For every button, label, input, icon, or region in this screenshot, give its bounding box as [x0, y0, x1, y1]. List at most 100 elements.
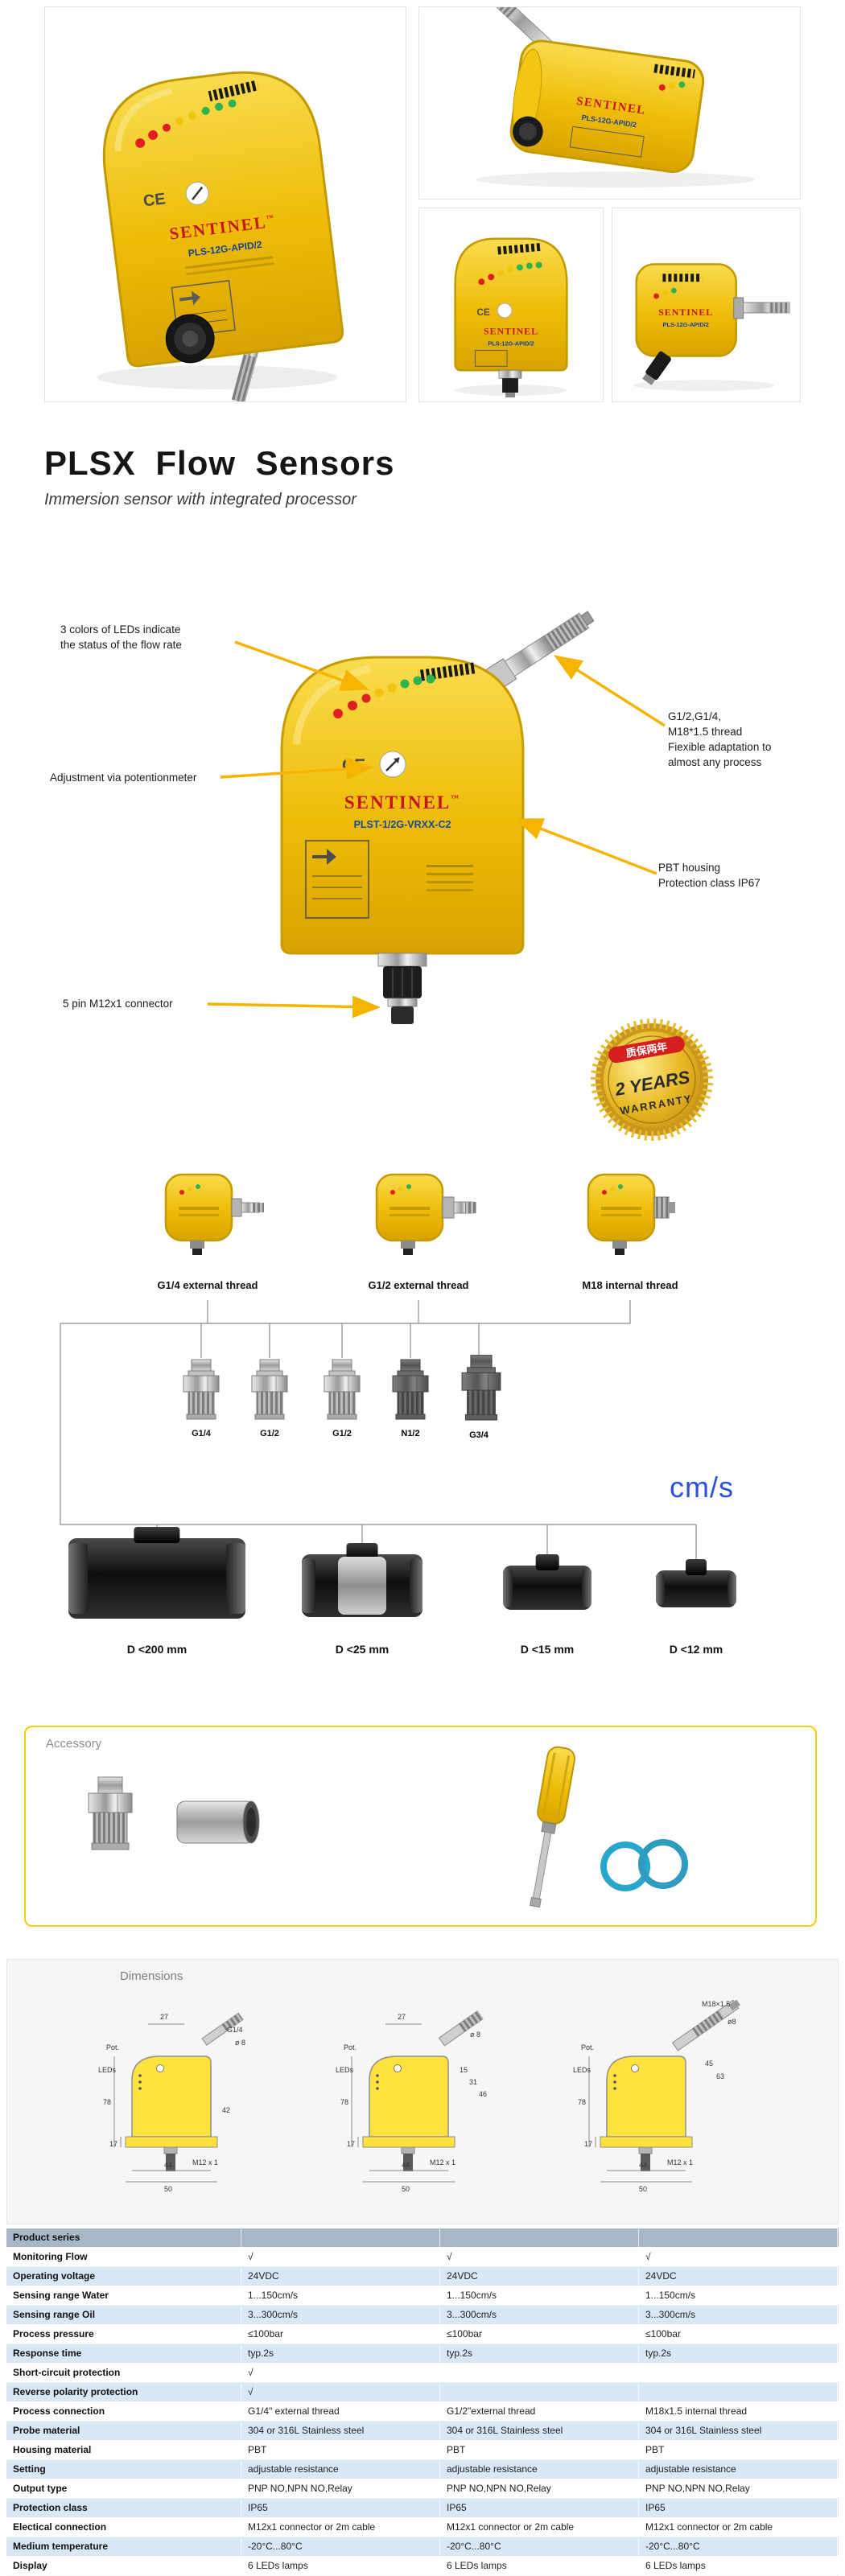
sensor-photo-lying-icon: SENTINEL PLS-12G-APID/2 — [475, 0, 756, 188]
spec-cell: √ — [440, 2248, 639, 2266]
spec-cell: 304 or 316L Stainless steel — [440, 2422, 639, 2440]
table-row: Medium temperature-20°C...80°C-20°C...80… — [6, 2537, 839, 2557]
spec-cell: typ.2s — [639, 2344, 838, 2363]
spec-row-label: Medium temperature — [6, 2537, 241, 2556]
fitting-icon — [461, 1355, 501, 1421]
sensor-photo-small-front-icon: CE SENTINEL PLS-12G-APID/2 — [454, 237, 568, 397]
spec-row-label: Sensing range Oil — [6, 2306, 241, 2324]
fitting-icon — [392, 1359, 429, 1420]
dim-label: Pot. — [344, 2043, 357, 2051]
spec-cell: 1...150cm/s — [639, 2286, 838, 2305]
spec-row-label: Reverse polarity protection — [6, 2383, 241, 2401]
spec-cell: typ.2s — [241, 2344, 440, 2363]
dimension-drawing-g14: 27 G1/4 ø 8 42 Pot. LEDs 78 17 44 50 M12… — [98, 2012, 245, 2193]
fitting-g14: G1/4 — [173, 1358, 229, 1438]
spec-row-label: Housing material — [6, 2441, 241, 2459]
dim-label: LEDs — [336, 2066, 354, 2074]
pipe-d200 — [68, 1527, 245, 1619]
spec-cell: ≤100bar — [241, 2325, 440, 2344]
spec-cell: 304 or 316L Stainless steel — [639, 2422, 838, 2440]
brand-text: SENTINEL — [484, 326, 538, 337]
spec-cell: -20°C...80°C — [241, 2537, 440, 2556]
dim-label: 45 — [705, 2060, 713, 2068]
product-gallery: CE SENTINEL ™ PLS-12G-APID/2 — [44, 0, 801, 409]
spec-cell: M18x1.5 internal thread — [639, 2402, 838, 2421]
product-photo-side: SENTINEL PLS-12G-APID/2 — [418, 0, 801, 200]
callout-leds: 3 colors of LEDs indicate the status of … — [60, 623, 233, 653]
fitting-g12-a: G1/2 — [241, 1358, 298, 1438]
dim-label: 42 — [222, 2106, 230, 2114]
callout-thread: G1/2,G1/4, M18*1.5 thread Fiexible adapt… — [668, 710, 817, 771]
variant-label-g14: G1/4 external thread — [157, 1279, 258, 1291]
dim-label: M12 x 1 — [667, 2158, 693, 2167]
model-text: PLS-12G-APID/2 — [488, 340, 534, 348]
callout-leds-line1: 3 colors of LEDs indicate — [60, 623, 181, 636]
pipe-label-d200: D <200 mm — [126, 1643, 188, 1656]
spec-row-label: Protection class — [6, 2499, 241, 2517]
dim-label: 44 — [639, 2161, 647, 2169]
dimension-drawing-g12: 27 ø 8 15 31 46 Pot. LEDs 78 17 44 50 M1… — [336, 2010, 487, 2193]
variant-sensor-g14-icon — [164, 1173, 264, 1255]
fitting-label: G1/2 — [332, 1429, 352, 1438]
page-subtitle: Immersion sensor with integrated process… — [44, 491, 357, 508]
dim-label: 31 — [469, 2078, 477, 2086]
dim-label: 50 — [164, 2185, 172, 2193]
spec-cell: adjustable resistance — [639, 2460, 838, 2479]
fitting-g12-b: G1/2 — [314, 1358, 370, 1438]
spec-cell: PNP NO,NPN NO,Relay — [440, 2479, 639, 2498]
spec-cell — [639, 2228, 838, 2247]
spec-row-label: Electical connection — [6, 2518, 241, 2537]
variant-sensor-g12-icon — [375, 1173, 476, 1255]
fitting-label: G3/4 — [469, 1430, 488, 1440]
product-photo-small-front: CE SENTINEL PLS-12G-APID/2 — [418, 208, 604, 402]
dim-label: 78 — [340, 2098, 348, 2106]
callout-leds-line2: the status of the flow rate — [60, 638, 182, 651]
spec-cell: typ.2s — [440, 2344, 639, 2363]
title-block: PLSX Flow Sensors Immersion sensor with … — [44, 444, 394, 509]
variant-label-g12: G1/2 external thread — [368, 1279, 469, 1291]
dim-label: LEDs — [573, 2066, 592, 2074]
spec-cell: √ — [241, 2364, 440, 2382]
dimensions-section: Dimensions 27 G1/4 ø 8 42 Pot. LEDs 78 1… — [6, 1959, 839, 2224]
spec-row-label: Setting — [6, 2460, 241, 2479]
fitting-label: G1/4 — [192, 1429, 211, 1438]
dim-label: Pot. — [106, 2043, 119, 2051]
dim-label: M12 x 1 — [430, 2158, 455, 2167]
table-row: Monitoring Flow√√√ — [6, 2248, 839, 2267]
dim-label: 46 — [479, 2090, 487, 2098]
dim-label: ø 8 — [235, 2039, 245, 2047]
product-photo-main: CE SENTINEL™ PLS-12G-APID/2 — [44, 6, 406, 403]
spec-cell: 24VDC — [440, 2267, 639, 2286]
ce-mark: CE — [142, 190, 167, 210]
dim-label: 78 — [578, 2098, 586, 2106]
spec-cell: PNP NO,NPN NO,Relay — [241, 2479, 440, 2498]
spec-cell: 3...300cm/s — [241, 2306, 440, 2324]
table-row: Short-circuit protection√ — [6, 2364, 839, 2383]
fitting-icon — [251, 1359, 288, 1420]
spec-cell: G1/2"external thread — [440, 2402, 639, 2421]
pipe-label-d12: D <12 mm — [669, 1643, 723, 1656]
fitting-label: G1/2 — [260, 1429, 279, 1438]
callout-arrows — [207, 640, 666, 1018]
dim-label: 17 — [347, 2140, 355, 2148]
brand-text: SENTINEL™ — [344, 792, 460, 813]
dim-label: 27 — [160, 2013, 168, 2021]
spec-cell — [440, 2228, 639, 2247]
accessory-section: Accessory — [24, 1726, 817, 1927]
ce-mark: CE — [476, 307, 490, 318]
pipe-d15 — [503, 1554, 592, 1610]
brand-tm: ™ — [266, 213, 275, 222]
callout-adjustment: Adjustment via potentionmeter — [50, 772, 197, 784]
model-text: PLS-12G-APID/2 — [663, 321, 709, 328]
table-row: Process pressure≤100bar≤100bar≤100bar — [6, 2325, 839, 2344]
variant-label-m18: M18 internal thread — [582, 1279, 678, 1291]
spec-row-label: Process pressure — [6, 2325, 241, 2344]
spec-cell: 304 or 316L Stainless steel — [241, 2422, 440, 2440]
spec-row-label: Short-circuit protection — [6, 2364, 241, 2382]
spec-row-label: Sensing range Water — [6, 2286, 241, 2305]
dim-label: 50 — [402, 2185, 410, 2193]
